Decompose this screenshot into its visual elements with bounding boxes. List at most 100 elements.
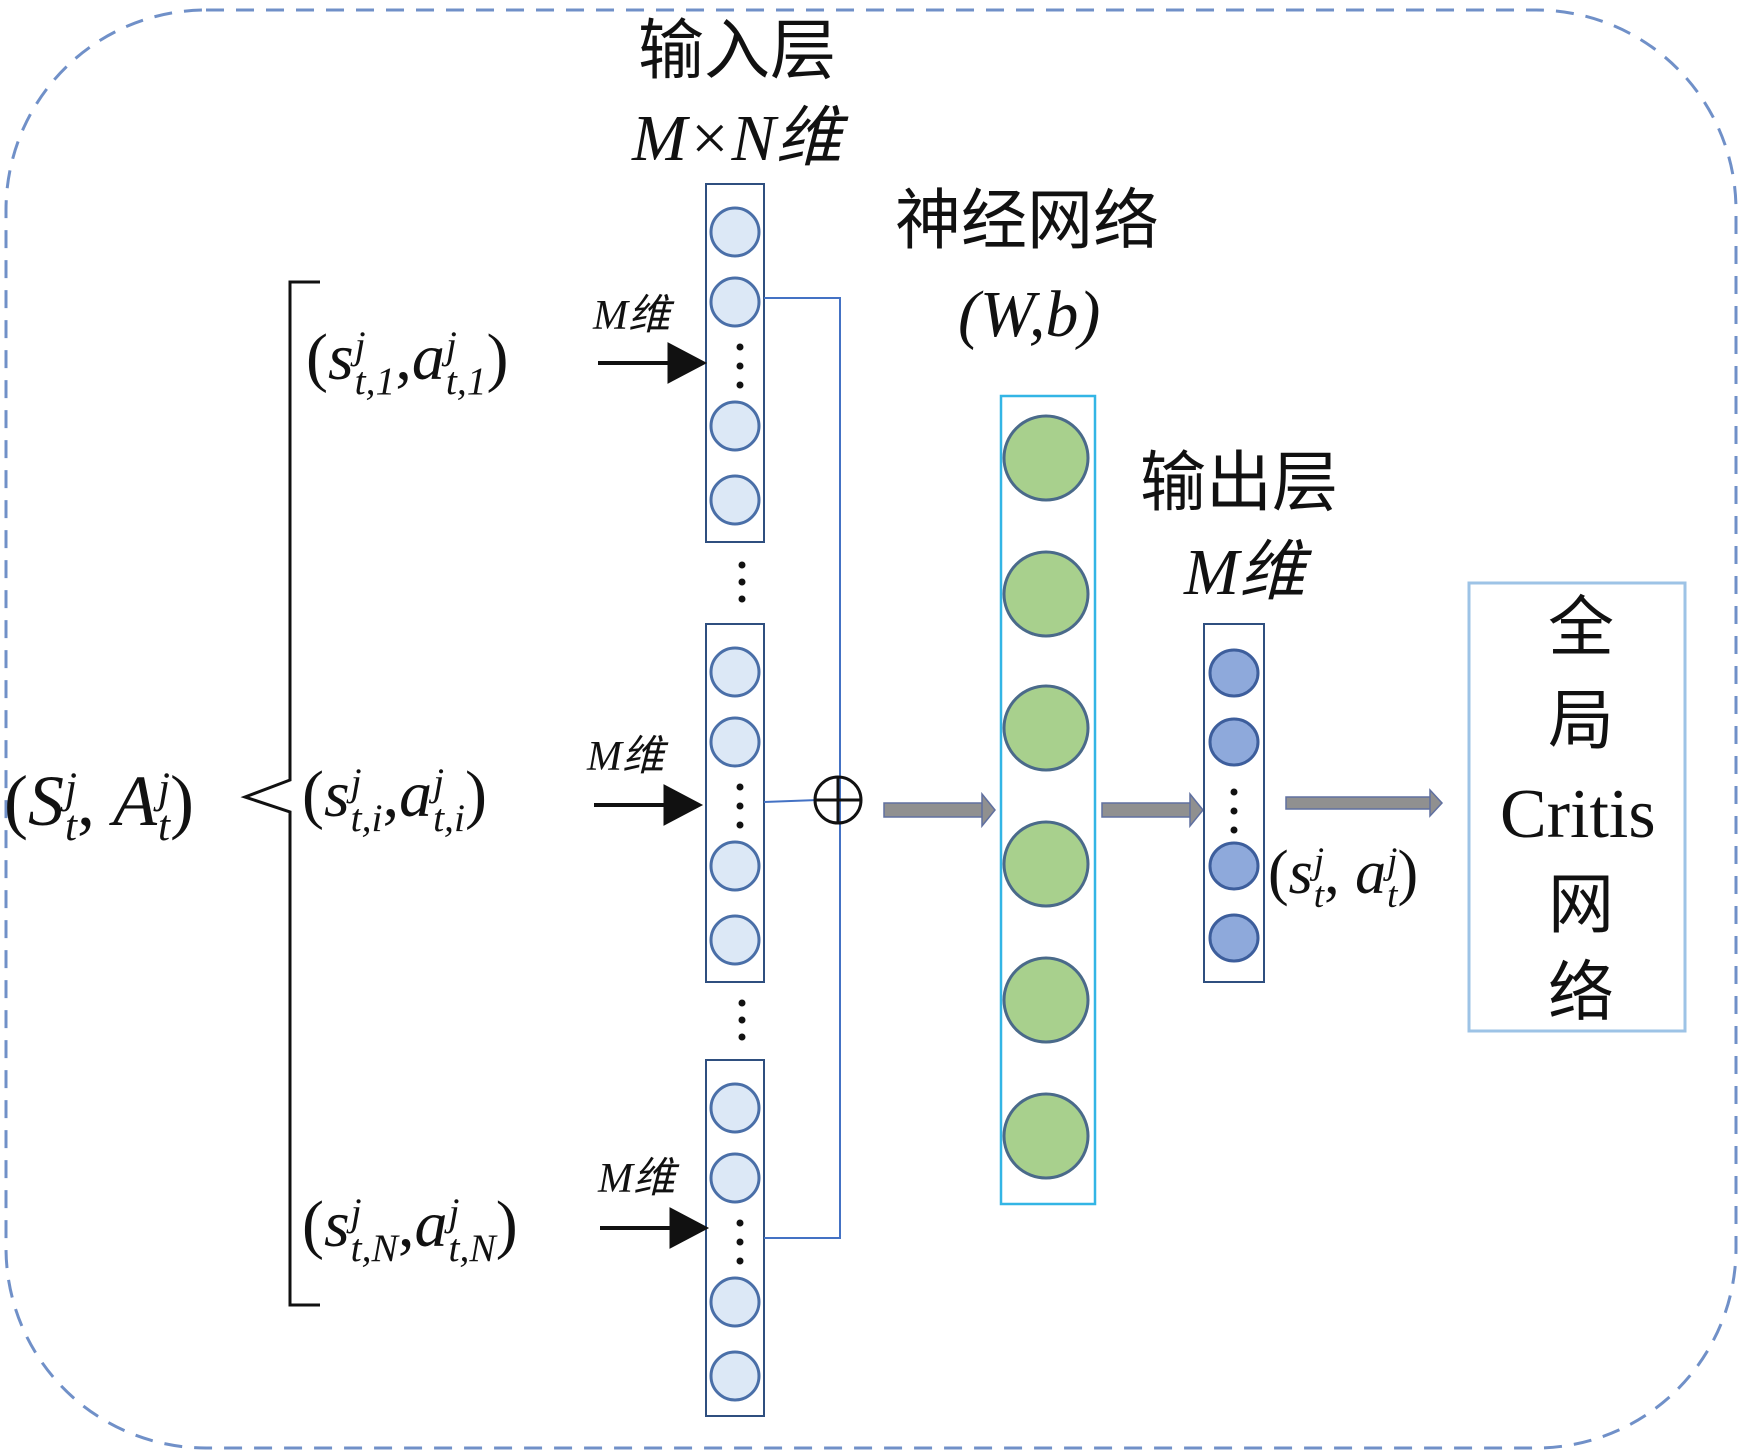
paren: ( bbox=[1268, 839, 1289, 907]
output-node bbox=[1208, 913, 1260, 963]
arrow-label-1: M维 bbox=[593, 293, 670, 339]
sup: j bbox=[64, 764, 77, 812]
paren: ) bbox=[169, 761, 194, 841]
paren: ( bbox=[4, 761, 28, 841]
flow-arrow-sum-to-hidden bbox=[883, 791, 996, 829]
sub: t bbox=[64, 803, 77, 851]
input-node bbox=[709, 914, 761, 966]
hidden-layer-box bbox=[999, 394, 1097, 1206]
sup: j bbox=[350, 1190, 362, 1235]
symbol-a: a bbox=[414, 1188, 448, 1261]
input-ellipsis-dot bbox=[736, 783, 744, 791]
symbol-a: a bbox=[399, 758, 433, 831]
neural-net-title: 神经网络 bbox=[895, 182, 1159, 259]
paren: ) bbox=[1397, 839, 1419, 907]
sub: t,1 bbox=[445, 358, 487, 403]
sub: t bbox=[157, 803, 170, 851]
sup: j bbox=[448, 1190, 460, 1235]
sup: j bbox=[1387, 841, 1398, 883]
hidden-node bbox=[1002, 820, 1090, 908]
sub: t,N bbox=[448, 1225, 496, 1270]
symbol-a: a bbox=[1355, 839, 1387, 907]
input-ellipsis-dot bbox=[736, 381, 744, 389]
input-ellipsis-dot bbox=[736, 343, 744, 351]
sub: t,N bbox=[350, 1225, 398, 1270]
sup: j bbox=[1313, 841, 1325, 883]
flow-arrow-output-to-critic bbox=[1285, 788, 1444, 818]
sup: j bbox=[350, 760, 362, 805]
symbol-s: s bbox=[323, 758, 350, 831]
paren: ) bbox=[486, 321, 509, 394]
input-arrows bbox=[594, 342, 710, 1249]
hidden-node bbox=[1002, 684, 1090, 772]
paren: ( bbox=[302, 1188, 324, 1261]
input-node bbox=[709, 1152, 761, 1204]
input-layer-title: 输入层 bbox=[638, 12, 836, 89]
output-layer-box bbox=[1203, 623, 1265, 983]
critic-label-line4: 网 bbox=[1548, 866, 1614, 943]
sub: t,1 bbox=[354, 358, 396, 403]
input-ellipsis-dot bbox=[736, 821, 744, 829]
input-ellipsis-dot bbox=[736, 802, 744, 810]
input-node bbox=[709, 840, 761, 892]
sup: j bbox=[445, 323, 457, 368]
sup: j bbox=[433, 760, 445, 805]
output-layer-dim: M维 bbox=[1184, 536, 1305, 609]
hidden-node bbox=[1002, 414, 1090, 502]
input-layer-column-2 bbox=[705, 623, 765, 983]
paren: ( bbox=[306, 321, 328, 394]
sup: j bbox=[157, 764, 170, 812]
input-node bbox=[709, 1350, 761, 1402]
arrow-label-i: M维 bbox=[587, 734, 664, 780]
sub: t bbox=[1387, 874, 1398, 916]
output-node bbox=[1208, 841, 1260, 891]
symbol-a: a bbox=[411, 321, 445, 394]
sum-connector bbox=[763, 297, 841, 1239]
symbol-A: A bbox=[112, 761, 157, 841]
outer-dashed-frame bbox=[4, 8, 1738, 1450]
critic-label-line5: 络 bbox=[1548, 954, 1614, 1031]
input-node bbox=[709, 400, 761, 452]
critic-label-line3: Critis bbox=[1500, 776, 1656, 853]
sum-symbol-icon bbox=[813, 775, 863, 825]
sub: t bbox=[1313, 874, 1325, 916]
input-node bbox=[709, 276, 761, 328]
hidden-node bbox=[1002, 956, 1090, 1044]
input-ellipsis-dot bbox=[736, 1219, 744, 1227]
sub: t,i bbox=[433, 795, 465, 840]
input-ellipsis-dot bbox=[736, 362, 744, 370]
group-brace bbox=[240, 280, 320, 1307]
hidden-node bbox=[1002, 550, 1090, 638]
sup: j bbox=[354, 323, 366, 368]
sub: t,i bbox=[350, 795, 383, 840]
output-node bbox=[1208, 648, 1260, 698]
output-layer-dots bbox=[1230, 788, 1238, 834]
symbol-s: s bbox=[327, 321, 354, 394]
input-ellipsis-dot bbox=[736, 1238, 744, 1246]
input-node bbox=[709, 1276, 761, 1328]
output-node bbox=[1208, 717, 1260, 767]
input-ellipsis-dot bbox=[736, 1257, 744, 1265]
paren: ) bbox=[495, 1188, 518, 1261]
global-critic-box bbox=[1467, 581, 1687, 1033]
neural-net-params: (W,b) bbox=[958, 278, 1101, 351]
input-node bbox=[709, 646, 761, 698]
flow-arrow-hidden-to-output bbox=[1101, 791, 1204, 829]
input-node bbox=[709, 206, 761, 258]
input-node bbox=[709, 1082, 761, 1134]
input-layer-dim: M×N维 bbox=[632, 102, 842, 175]
hidden-node bbox=[1002, 1092, 1090, 1180]
input-node bbox=[709, 474, 761, 526]
arrow-label-N: M维 bbox=[598, 1156, 675, 1202]
output-layer-title: 输出层 bbox=[1140, 444, 1338, 521]
input-node bbox=[709, 716, 761, 768]
critic-label-line1: 全 bbox=[1548, 589, 1614, 666]
paren: ( bbox=[302, 758, 324, 831]
symbol-s: s bbox=[323, 1188, 350, 1261]
